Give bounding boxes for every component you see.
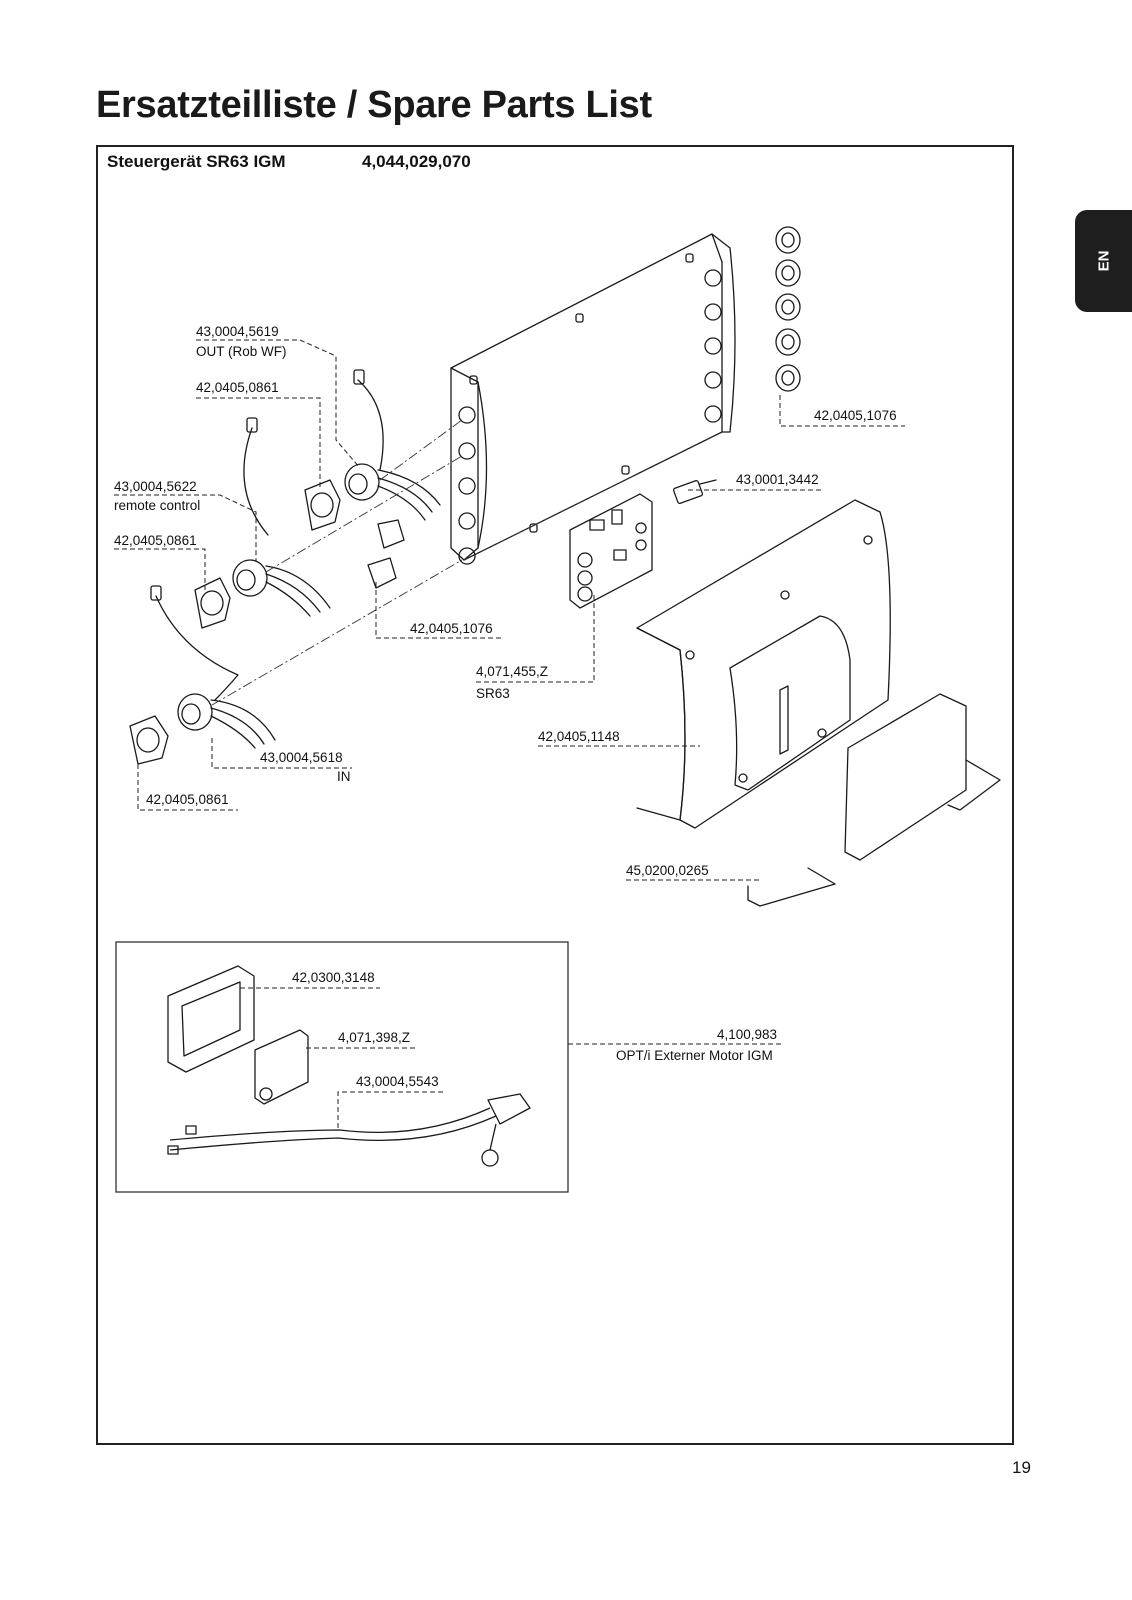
callout-cable: 43,0001,3442: [736, 472, 819, 487]
callout-connector-3: 42,0405,0861: [146, 792, 229, 807]
parts-frame: [96, 145, 1014, 1445]
main-housing: [450, 233, 736, 565]
page-number: 19: [1012, 1458, 1031, 1477]
option-housing-part: 42,0300,3148: [292, 970, 375, 985]
page-title: Ersatzteilliste / Spare Parts List: [96, 84, 652, 126]
ribbon-connector: [672, 479, 717, 505]
connector-out: [304, 369, 441, 531]
callout-plug: 42,0405,1076: [410, 621, 493, 636]
device-name: Steuergerät SR63 IGM: [107, 152, 286, 171]
device-number: 4,044,029,070: [362, 152, 471, 171]
callout-remote-part: 43,0004,5622: [114, 479, 197, 494]
callout-cover: 42,0405,1148: [538, 729, 620, 744]
language-tab: EN: [1075, 210, 1132, 312]
callout-out-label: OUT (Rob WF): [196, 344, 287, 359]
option-kit-box: 42,0300,3148 4,071,398,Z 43,0004,5543 4,…: [115, 941, 782, 1193]
callout-out-part: 43,0004,5619: [196, 324, 279, 339]
sr63-board: [569, 493, 653, 609]
callout-plug-right: 42,0405,1076: [814, 408, 897, 423]
callout-connector-2: 42,0405,0861: [114, 533, 197, 548]
option-board-part: 4,071,398,Z: [338, 1030, 410, 1045]
grommet-stack: [775, 226, 801, 392]
mounting-bracket: [747, 693, 1001, 907]
callout-remote-label: remote control: [114, 498, 200, 513]
connector-in: [129, 585, 276, 765]
callout-in-label: IN: [337, 769, 351, 784]
front-cover: [636, 499, 891, 829]
connector-remote: [194, 417, 405, 629]
callout-board-part: 4,071,455,Z: [476, 664, 548, 679]
callout-board-label: SR63: [476, 686, 510, 701]
option-kit-label: OPT/i Externer Motor IGM: [616, 1048, 773, 1063]
option-kit-part: 4,100,983: [717, 1027, 777, 1042]
callout-connector-1: 42,0405,0861: [196, 380, 279, 395]
callout-in-part: 43,0004,5618: [260, 750, 343, 765]
callout-bracket: 45,0200,0265: [626, 863, 709, 878]
option-cable-part: 43,0004,5543: [356, 1074, 439, 1089]
